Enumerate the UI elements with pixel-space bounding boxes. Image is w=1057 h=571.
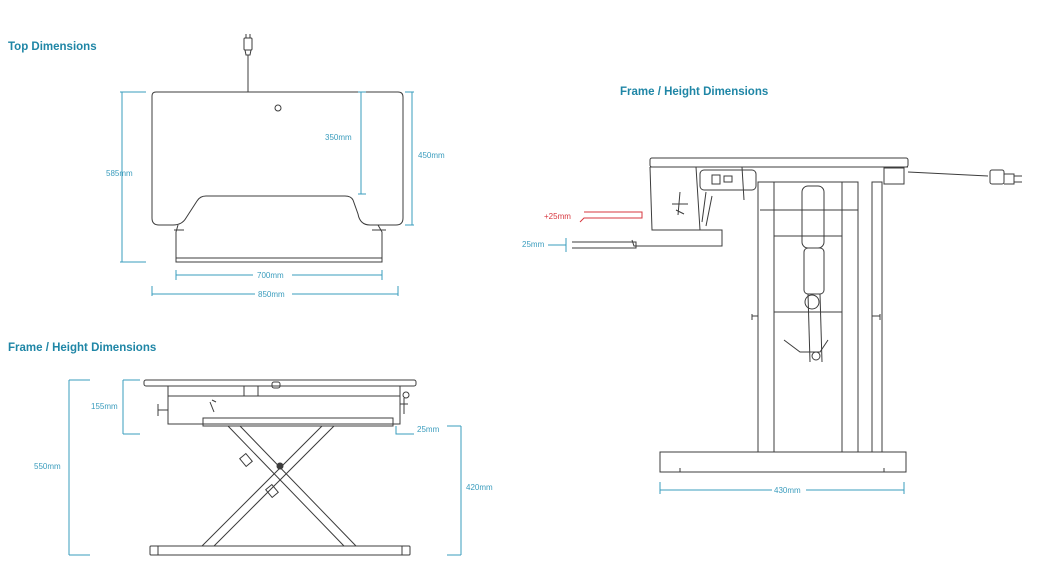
power-plug-icon xyxy=(243,37,253,51)
top-depth-total-label: 585mm xyxy=(106,169,133,178)
frame-view-dimension-lines xyxy=(68,379,462,556)
cable-grommet xyxy=(274,104,282,112)
scissor-leg-b xyxy=(201,425,335,547)
raised-tray-outline xyxy=(579,211,643,223)
frame-height-heading-right: Frame / Height Dimensions xyxy=(620,86,769,98)
side-base xyxy=(659,451,907,473)
frame-overall-height-label: 550mm xyxy=(34,462,61,471)
frame-base xyxy=(149,545,411,556)
frame-keyboard-drop-label: 25mm xyxy=(417,425,440,434)
base-outline xyxy=(175,224,383,263)
frame-deck-height-label: 155mm xyxy=(91,402,118,411)
column-front xyxy=(757,181,775,453)
side-plug-icon xyxy=(989,169,1005,185)
top-dimensions-heading: Top Dimensions xyxy=(8,41,97,53)
scissor-leg-a xyxy=(227,425,357,547)
side-desktop xyxy=(649,157,909,168)
gas-spring xyxy=(801,185,825,249)
scissor-pivot xyxy=(276,462,284,470)
tray-lower xyxy=(572,241,637,249)
column-middle xyxy=(841,181,859,453)
top-view-dimension-lines xyxy=(120,91,414,296)
top-view-desk xyxy=(151,34,404,263)
keyboard-tray-bracket xyxy=(631,166,723,247)
top-depth-right-label: 450mm xyxy=(418,151,445,160)
tray-lowered-label: 25mm xyxy=(522,240,545,249)
side-view-dimension-lines xyxy=(548,238,905,494)
desktop-outline xyxy=(151,91,404,226)
side-view-desk xyxy=(572,157,1022,473)
top-width-total-label: 850mm xyxy=(258,290,285,299)
top-width-base-label: 700mm xyxy=(257,271,284,280)
tray-raised-label: +25mm xyxy=(544,212,571,221)
side-base-depth-label: 430mm xyxy=(774,486,801,495)
frame-view-desk xyxy=(143,379,417,556)
frame-lift-height-label: 420mm xyxy=(466,483,493,492)
side-power-cord xyxy=(907,171,989,177)
frame-height-heading-left: Frame / Height Dimensions xyxy=(8,342,157,354)
top-depth-inner-label: 350mm xyxy=(325,133,352,142)
